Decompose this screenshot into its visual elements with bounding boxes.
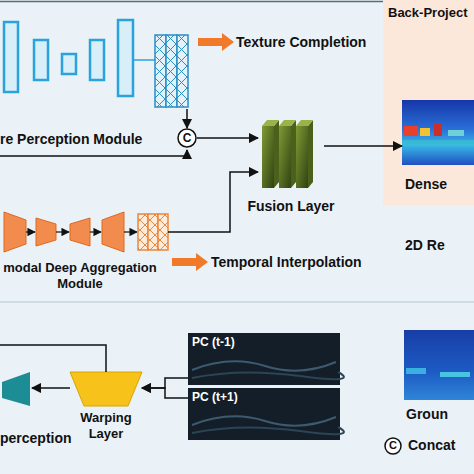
flow-arrow: [32, 387, 70, 389]
block-arrow: [172, 253, 208, 271]
node-label: Groun: [406, 406, 448, 423]
node-label: Fusion Layer: [244, 198, 338, 215]
depth-image: [402, 100, 474, 165]
flow-arrow: [168, 172, 258, 232]
frame-line: [0, 1, 383, 3]
encoder-decoder: [4, 20, 133, 96]
perception-block: [2, 372, 30, 406]
panel-background: [383, 0, 474, 205]
frame-line: [0, 302, 474, 303]
node-label: Back-Project: [388, 5, 467, 21]
block-arrow: [198, 33, 234, 51]
node-label: C: [384, 439, 402, 452]
ground-image: [404, 330, 474, 400]
node-label: re Perception Module: [0, 131, 142, 148]
perception-block: perception: [0, 370, 32, 408]
node-label: PC (t+1): [192, 390, 238, 404]
panel: Back-ProjectDense: [383, 0, 474, 205]
annotation: 2D Re: [405, 237, 445, 254]
flow-arrow: [186, 109, 188, 128]
depth-image: Dense: [402, 100, 474, 192]
annotation: Temporal Interpolation: [211, 254, 362, 271]
concat-circle: C: [177, 128, 197, 148]
warping-layer: Warping Layer: [70, 370, 142, 406]
feature-stack: [155, 35, 188, 107]
small-links: [26, 231, 137, 232]
node-label: C: [177, 131, 197, 145]
node-label: Concat: [408, 437, 455, 454]
feedback-line: [0, 345, 106, 372]
module-block: re Perception Module: [0, 15, 194, 109]
image-panel: PC (t+1): [188, 388, 340, 440]
annotation: Texture Completion: [236, 34, 366, 51]
aggregation-blocks: [4, 212, 124, 252]
node-label: Dense: [405, 176, 447, 193]
input-line: [0, 150, 187, 156]
connector-line: [134, 59, 155, 61]
flow-arrow: [197, 137, 258, 139]
point-cloud-image: [188, 333, 344, 440]
node-label: PC (t-1): [192, 335, 235, 349]
warping-trapezoid: [70, 372, 142, 406]
flow-arrow: [142, 388, 188, 398]
fusion-layer: Fusion Layer: [258, 118, 324, 190]
feature-stack: [138, 214, 168, 250]
fusion-slabs: [262, 120, 313, 188]
node-label: modal Deep Aggregation Module: [0, 260, 160, 291]
node-label: Warping Layer: [66, 410, 146, 441]
legend-circle: CConcat: [384, 437, 402, 455]
flow-arrow: [324, 145, 402, 147]
image-panel: PC (t-1): [188, 333, 340, 385]
flow-arrow: [142, 378, 188, 388]
node-label: perception: [0, 430, 72, 447]
depth-image: Groun: [404, 330, 474, 430]
module-block: modal Deep Aggregation Module: [0, 208, 168, 256]
